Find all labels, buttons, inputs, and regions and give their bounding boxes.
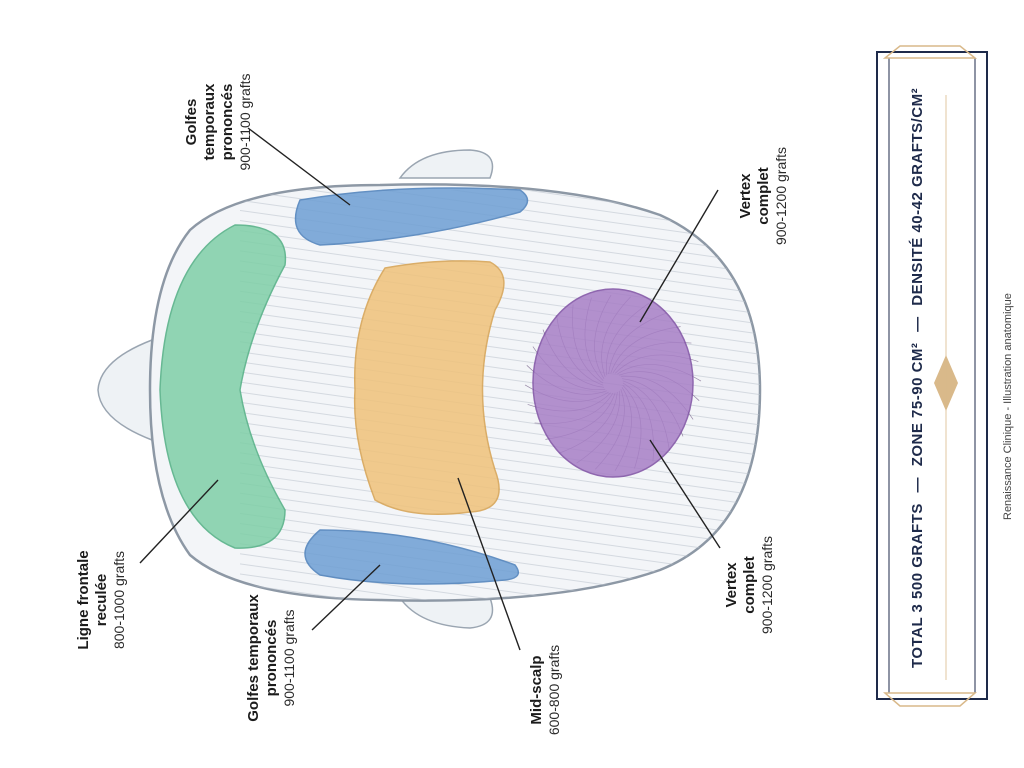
svg-text:TOTAL 3 500 GRAFTS —: TOTAL 3 500 GRAFTS — ZONE 75-90 CM² — DE…: [909, 88, 926, 668]
banner-zone: ZONE 75-90 CM²: [909, 343, 926, 467]
banner-sep-2: —: [909, 316, 926, 332]
banner-ornament-top: [882, 45, 978, 59]
svg-text:reculée: reculée: [93, 574, 110, 627]
label-temporal-left: Golfes temporaux prononcés 900-1100 graf…: [245, 594, 297, 722]
svg-text:Golfes: Golfes: [183, 99, 200, 146]
zone-temporal-right: [294, 187, 529, 246]
banner-ornament-bottom: [882, 692, 978, 707]
svg-text:Golfes temporaux: Golfes temporaux: [245, 594, 262, 722]
svg-text:900-1200 grafts: 900-1200 grafts: [759, 536, 775, 634]
zone-midscalp: [353, 260, 505, 516]
svg-text:900-1100 grafts: 900-1100 grafts: [281, 609, 297, 706]
zone-vertex: [532, 288, 694, 478]
banner-frame-inner: [888, 57, 976, 694]
svg-text:600-800 grafts: 600-800 grafts: [546, 645, 562, 735]
leader-temporal-right: [247, 127, 351, 206]
svg-text:Renaissance Clinique - Illustr: Renaissance Clinique - Illustration anat…: [1002, 293, 1014, 520]
svg-text:Ligne frontale: Ligne frontale: [75, 550, 92, 649]
label-vertex-lower: Vertex complet 900-1200 grafts: [723, 536, 775, 634]
svg-text:prononcés: prononcés: [263, 620, 280, 697]
label-vertex-upper: Vertex complet 900-1200 grafts: [737, 147, 789, 245]
banner-total: TOTAL 3 500 GRAFTS: [909, 503, 926, 668]
leader-vertex-lower: [649, 439, 721, 549]
leader-midscalp: [457, 477, 521, 651]
svg-text:complet: complet: [741, 556, 758, 614]
svg-text:Vertex: Vertex: [723, 562, 740, 608]
svg-text:prononcés: prononcés: [219, 84, 236, 161]
ear-bottom: [398, 597, 494, 629]
label-midscalp: Mid-scalp 600-800 grafts: [528, 645, 562, 735]
leader-vertex-upper: [639, 189, 719, 323]
label-frontal: Ligne frontale reculée 800-1000 grafts: [75, 550, 127, 649]
label-temporal-right: Golfes temporaux prononcés 900-1100 graf…: [183, 73, 253, 170]
leader-frontal: [139, 479, 219, 564]
credit-text: Renaissance Clinique - Illustration anat…: [1002, 293, 1014, 520]
leader-temporal-left: [311, 564, 381, 631]
summary-banner: TOTAL 3 500 GRAFTS — ZONE 75-90 CM² — DE…: [876, 45, 988, 707]
zone-temporal-left: [304, 529, 520, 585]
svg-text:900-1100 grafts: 900-1100 grafts: [237, 73, 253, 170]
svg-text:complet: complet: [755, 167, 772, 225]
banner-density: DENSITÉ 40-42 GRAFTS/CM²: [909, 88, 926, 306]
banner-sep-1: —: [909, 477, 926, 493]
svg-text:900-1200 grafts: 900-1200 grafts: [773, 147, 789, 245]
banner-text: TOTAL 3 500 GRAFTS — ZONE 75-90 CM² — DE…: [909, 88, 926, 668]
zone-frontal: [159, 224, 287, 549]
svg-text:temporaux: temporaux: [201, 83, 218, 160]
svg-text:800-1000 grafts: 800-1000 grafts: [111, 551, 127, 649]
banner-frame-outer: [876, 51, 988, 700]
nose: [97, 338, 153, 442]
svg-text:Vertex: Vertex: [737, 173, 754, 219]
svg-text:Mid-scalp: Mid-scalp: [528, 655, 545, 724]
ear-top: [398, 149, 494, 179]
